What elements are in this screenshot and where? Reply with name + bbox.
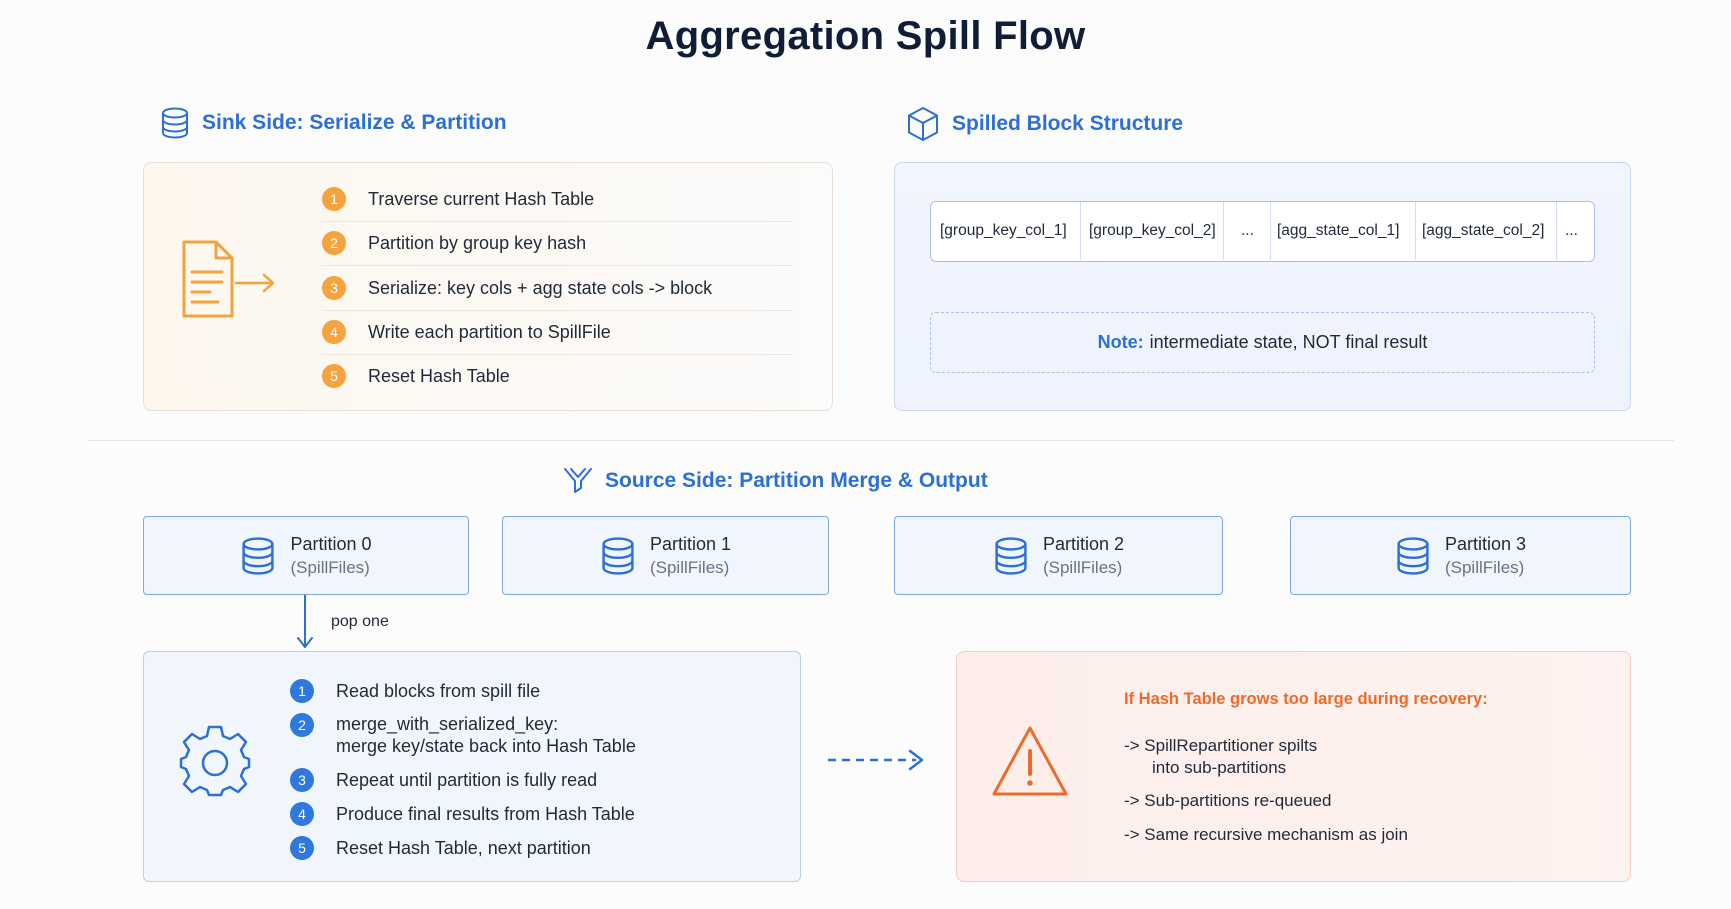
warning-item: -> Sub-partitions re-queued [1124, 790, 1331, 812]
partition-box-1: Partition 1 (SpillFiles) [502, 516, 829, 595]
block-column: ... [1565, 222, 1578, 239]
partition-box-3: Partition 3 (SpillFiles) [1290, 516, 1631, 595]
warning-panel [956, 651, 1631, 882]
partition-sub: (SpillFiles) [1444, 557, 1525, 577]
sink-step: 5 Reset Hash Table [322, 364, 510, 388]
merge-step: 1 Read blocks from spill file [290, 679, 540, 703]
block-section-heading: Spilled Block Structure [906, 106, 1183, 142]
pop-one-label: pop one [331, 613, 389, 630]
note-label: Note: [1097, 332, 1144, 352]
step-text: merge_with_serialized_key: [336, 714, 559, 734]
warning-title: If Hash Table grows too large during rec… [1124, 690, 1488, 708]
step-text: Traverse current Hash Table [368, 188, 595, 209]
step-text-continued: merge key/state back into Hash Table [336, 736, 636, 756]
note-text: intermediate state, NOT final result [1149, 332, 1428, 352]
database-icon [1397, 536, 1429, 575]
step-number-badge: 4 [322, 320, 346, 344]
sink-heading-text: Sink Side: Serialize & Partition [202, 111, 507, 134]
step-number-badge: 5 [290, 836, 314, 860]
warning-text: -> Sub-partitions re-queued [1124, 791, 1332, 810]
database-icon [242, 536, 275, 575]
step-number-badge: 4 [290, 802, 314, 826]
partition-sub: (SpillFiles) [1042, 557, 1123, 577]
source-heading-text: Source Side: Partition Merge & Output [605, 469, 988, 492]
cube-icon [908, 107, 938, 141]
sink-step: 3 Serialize: key cols + agg state cols -… [322, 276, 712, 300]
section-divider [88, 440, 1674, 441]
database-icon [995, 536, 1027, 575]
sink-panel [143, 162, 833, 411]
block-structure-panel [894, 162, 1631, 411]
warning-text: -> Same recursive mechanism as join [1124, 825, 1408, 844]
step-text: Partition by group key hash [368, 232, 587, 253]
warning-text-continued: into sub-partitions [1152, 758, 1287, 777]
step-text: Repeat until partition is fully read [336, 769, 598, 790]
partition-sub: (SpillFiles) [649, 557, 730, 577]
step-number-badge: 2 [322, 231, 346, 255]
step-number-badge: 1 [322, 187, 346, 211]
page-title: Aggregation Spill Flow [645, 14, 1086, 58]
note-box: Note: intermediate state, NOT final resu… [930, 312, 1595, 373]
step-text: Reset Hash Table [368, 365, 510, 386]
merge-step: 2 merge_with_serialized_key: merge key/s… [290, 713, 636, 757]
document-arrow-icon [182, 240, 275, 318]
warning-item: -> SpillRepartitioner spilts into sub-pa… [1124, 735, 1317, 779]
partition-name: Partition 3 [1444, 533, 1527, 554]
step-number-badge: 3 [290, 768, 314, 792]
step-number-badge: 1 [290, 679, 314, 703]
merge-step: 5 Reset Hash Table, next partition [290, 836, 591, 860]
warning-triangle-icon [992, 726, 1068, 796]
block-column: [group_key_col_2] [1089, 222, 1216, 239]
sink-section-heading: Sink Side: Serialize & Partition [160, 106, 507, 140]
warning-item: -> Same recursive mechanism as join [1124, 824, 1408, 846]
step-text: Serialize: key cols + agg state cols -> … [368, 277, 713, 298]
warning-text: -> SpillRepartitioner spilts [1124, 736, 1318, 755]
funnel-icon [564, 468, 592, 493]
step-text: Produce final results from Hash Table [336, 803, 635, 824]
block-column: ... [1241, 222, 1254, 239]
partition-box-2: Partition 2 (SpillFiles) [894, 516, 1223, 595]
block-columns-row: [group_key_col_1] [group_key_col_2] ... … [930, 201, 1595, 262]
source-section-heading: Source Side: Partition Merge & Output [563, 466, 988, 496]
step-text: Reset Hash Table, next partition [336, 837, 591, 858]
step-number-badge: 5 [322, 364, 346, 388]
step-text: Write each partition to SpillFile [368, 321, 611, 342]
step-text: Read blocks from spill file [336, 680, 541, 701]
merge-step: 3 Repeat until partition is fully read [290, 768, 597, 792]
gear-icon [179, 725, 251, 797]
merge-panel [143, 651, 801, 882]
partition-name: Partition 2 [1042, 533, 1125, 554]
merge-step: 4 Produce final results from Hash Table [290, 802, 635, 826]
step-number-badge: 2 [290, 713, 314, 737]
sink-step: 2 Partition by group key hash [322, 231, 586, 255]
sink-step: 4 Write each partition to SpillFile [322, 320, 611, 344]
step-number-badge: 3 [322, 276, 346, 300]
down-arrow-icon [297, 595, 313, 648]
partition-name: Partition 0 [290, 533, 372, 554]
database-icon [162, 107, 188, 139]
block-column: [agg_state_col_1] [1277, 222, 1400, 239]
partition-box-0: Partition 0 (SpillFiles) [143, 516, 469, 595]
database-icon [602, 536, 634, 575]
dashed-arrow-icon [828, 749, 924, 771]
block-heading-text: Spilled Block Structure [952, 112, 1184, 135]
block-column: [agg_state_col_2] [1422, 222, 1545, 239]
block-column: [group_key_col_1] [940, 222, 1067, 239]
partition-name: Partition 1 [649, 533, 732, 554]
sink-step: 1 Traverse current Hash Table [322, 187, 594, 211]
partition-sub: (SpillFiles) [290, 557, 370, 577]
